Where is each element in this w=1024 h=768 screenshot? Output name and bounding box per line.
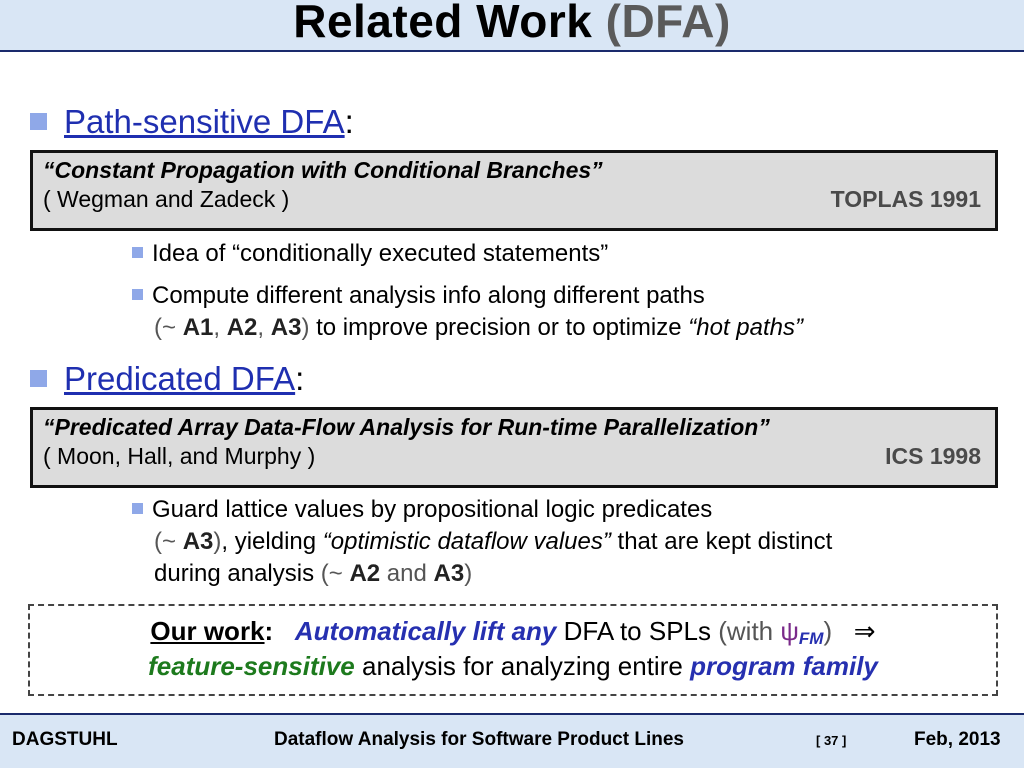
footer-date: Feb, 2013	[914, 729, 1001, 750]
footer-talk-title: Dataflow Analysis for Software Product L…	[274, 729, 684, 750]
square-bullet-icon	[30, 113, 47, 130]
reference-box-wegman: “Constant Propagation with Conditional B…	[30, 150, 998, 231]
implies-arrow-icon: ⇒	[853, 616, 876, 646]
sub-bullet-guard: Guard lattice values by propositional lo…	[132, 494, 832, 590]
footer-venue: DAGSTUHL	[12, 729, 118, 750]
our-work-label: Our work	[150, 616, 265, 646]
sub-bullet-idea: Idea of “conditionally executed statemen…	[132, 238, 608, 270]
sub-bullet-compute: Compute different analysis info along di…	[132, 280, 803, 344]
section-heading-path-sensitive: Path-sensitive DFA:	[30, 103, 354, 141]
square-bullet-icon	[30, 370, 47, 387]
our-work-line1: Our work: Automatically lift any DFA to …	[150, 616, 876, 648]
sub-bullet-guard-line3: during analysis (~ A2 and A3)	[154, 560, 473, 587]
sub-bullet-compute-line2: (~ A1, A2, A3) to improve precision or t…	[154, 314, 803, 341]
reference-venue: ICS 1998	[885, 443, 981, 469]
path-sensitive-link[interactable]: Path-sensitive DFA	[64, 103, 345, 140]
reference-title: “Constant Propagation with Conditional B…	[43, 157, 603, 183]
footer-bar: DAGSTUHL Dataflow Analysis for Software …	[0, 713, 1024, 768]
reference-title: “Predicated Array Data-Flow Analysis for…	[43, 414, 770, 440]
footer-page-number: [ 37 ]	[816, 733, 847, 748]
reference-authors: ( Wegman and Zadeck )	[43, 186, 290, 212]
title-bar	[0, 0, 1024, 52]
square-bullet-icon	[132, 247, 143, 258]
section-heading-predicated: Predicated DFA:	[30, 360, 304, 398]
predicated-link[interactable]: Predicated DFA	[64, 360, 296, 397]
sub-bullet-guard-line2: (~ A3), yielding “optimistic dataflow va…	[154, 528, 833, 555]
reference-box-moon: “Predicated Array Data-Flow Analysis for…	[30, 407, 998, 488]
psi-symbol: ψ	[780, 616, 799, 646]
reference-authors: ( Moon, Hall, and Murphy )	[43, 443, 316, 469]
square-bullet-icon	[132, 503, 143, 514]
our-work-line2: feature-sensitive analysis for analyzing…	[148, 651, 878, 681]
our-work-box: Our work: Automatically lift any DFA to …	[28, 604, 998, 696]
square-bullet-icon	[132, 289, 143, 300]
slide-title: Related Work (DFA)	[0, 0, 1024, 48]
title-main: Related Work	[293, 0, 593, 47]
title-accent: (DFA)	[605, 0, 731, 47]
reference-venue: TOPLAS 1991	[830, 186, 981, 212]
